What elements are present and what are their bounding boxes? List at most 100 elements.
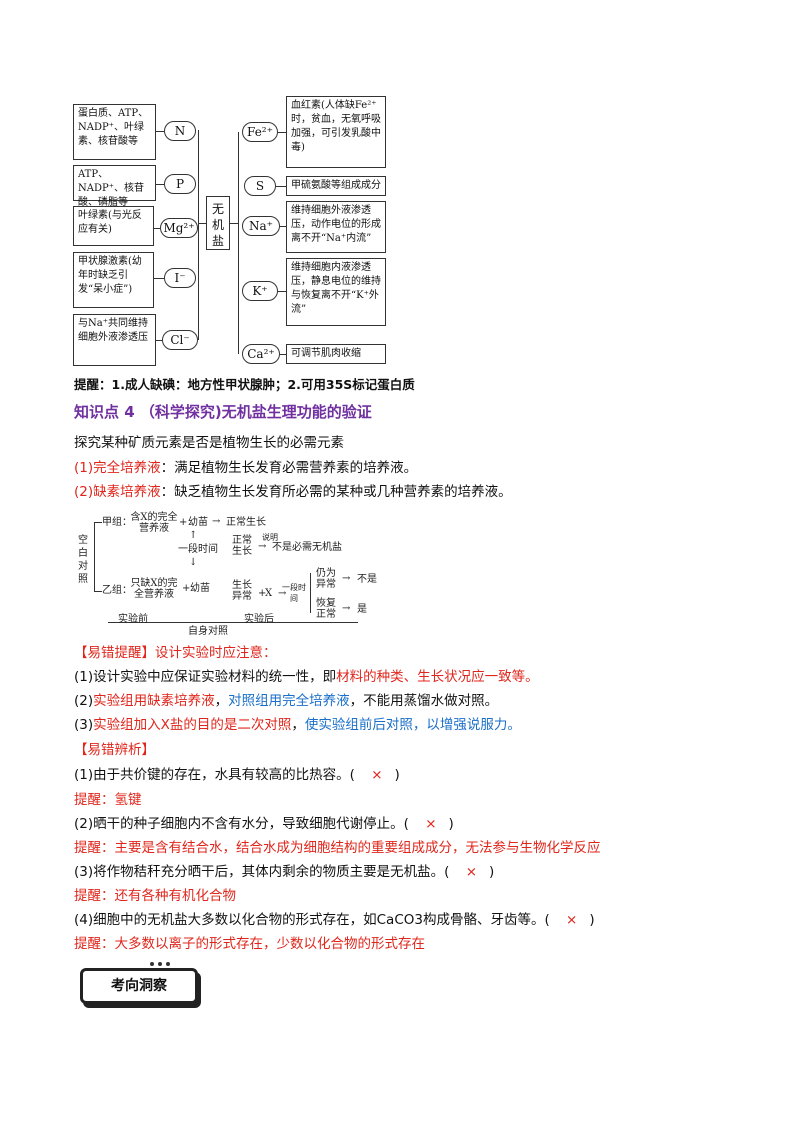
- item-question: (4)细胞中的无机盐大多数以化合物的形式存在，如CaCO3构成骨骼、牙齿等。(: [74, 912, 550, 928]
- b-conclusion-1: 不是: [357, 574, 377, 585]
- tip-highlight: 材料的种类、生长状况应一致等。: [336, 669, 539, 685]
- ion-s: S: [244, 176, 276, 196]
- bracket: [108, 622, 358, 623]
- mind-map-center: 无机盐: [206, 196, 230, 250]
- ion-ca: Ca²⁺: [242, 344, 280, 364]
- desc-fe: 血红素(人体缺Fe²⁺时，贫血，无氧呼吸加强，可引发乳酸中毒): [286, 96, 386, 168]
- tip-text: ，: [214, 693, 229, 709]
- tip-text: ，: [291, 717, 305, 733]
- analysis-item-4: (4)细胞中的无机盐大多数以化合物的形式存在，如CaCO3构成骨骼、牙齿等。( …: [74, 910, 595, 930]
- badge-decoration: [158, 962, 162, 966]
- error-tip-title-text: 【易错提醒】设计实验时应注意：: [74, 645, 277, 661]
- tip-text: (2): [74, 693, 94, 709]
- ion-i: I⁻: [164, 268, 196, 288]
- after-label: 实验后: [244, 614, 274, 625]
- still-abnormal: 仍为异常: [316, 568, 336, 590]
- desc-mg: 叶绿素(与光反应有关): [73, 206, 154, 246]
- ion-mg: Mg²⁺: [160, 218, 198, 238]
- connector: [276, 186, 286, 187]
- plus-sign: +: [258, 588, 267, 599]
- arrow-down: ↓: [189, 557, 198, 568]
- normal-label: 正常生长: [232, 535, 252, 557]
- explain-label: 说明: [262, 533, 278, 542]
- arrow: →: [212, 516, 221, 527]
- badge-decoration: [166, 962, 170, 966]
- ion-k: K⁺: [242, 281, 278, 301]
- wrong-mark: ×: [425, 816, 437, 832]
- self-control: 自身对照: [188, 626, 228, 637]
- term-deficient: (2)缺素培养液: [74, 484, 161, 500]
- item-tail: ): [448, 816, 454, 832]
- group-b-label: 乙组：: [102, 585, 132, 596]
- bracket: [94, 522, 95, 592]
- tip-3: (3)实验组加入X盐的目的是二次对照，使实验组前后对照，以增强说服力。: [74, 715, 521, 735]
- arrow: →: [342, 603, 351, 614]
- definition-text: ：缺乏植物生长发育所必需的某种或几种营养素的培养液。: [160, 484, 512, 500]
- analysis-item-3: (3)将作物秸秆充分晒干后，其体内剩余的物质主要是无机盐。( ×): [74, 862, 494, 882]
- ion-fe: Fe²⁺: [242, 122, 278, 142]
- analysis-hint-4: 提醒：大多数以离子的形式存在，少数以化合物的形式存在: [74, 936, 425, 952]
- ion-p: P: [164, 174, 196, 194]
- tip-2: (2)实验组用缺素培养液，对照组用完全培养液，不能用蒸馏水做对照。: [74, 691, 498, 711]
- definition-deficient: (2)缺素培养液：缺乏植物生长发育所必需的某种或几种营养素的培养液。: [74, 482, 512, 502]
- b-conclusion-2: 是: [357, 604, 367, 615]
- term-complete: (1)完全培养液: [74, 460, 161, 476]
- ion-na: Na⁺: [242, 216, 280, 236]
- section-badge: 考向洞察: [80, 968, 198, 1004]
- item-question: (1)由于共价键的存在，水具有较高的比热容。(: [74, 767, 355, 783]
- desc-cl: 与Na⁺共同维持细胞外液渗透压: [73, 314, 156, 366]
- tip-text: ，不能用蒸馏水做对照。: [349, 693, 499, 709]
- period2-label: 一段时间: [282, 583, 306, 603]
- connector: [278, 132, 286, 133]
- intro-text: 探究某种矿质元素是否是植物生长的必需元素: [74, 435, 344, 451]
- definition-complete: (1)完全培养液：满足植物生长发育必需营养素的培养液。: [74, 458, 417, 478]
- seedling-b: 幼苗: [190, 583, 210, 594]
- arrow: →: [342, 573, 351, 584]
- connector: [198, 130, 199, 340]
- bracket: [94, 522, 102, 523]
- a-result: 正常生长: [226, 517, 266, 528]
- seedling-a: 幼苗: [188, 517, 208, 528]
- analysis-hint-1: 提醒：氢键: [74, 792, 142, 808]
- tip-highlight: 实验组用缺素培养液: [93, 693, 215, 709]
- connector: [280, 226, 286, 227]
- plus-sign: +: [179, 517, 188, 528]
- plus-sign: +: [182, 583, 191, 594]
- connector: [156, 340, 162, 341]
- analysis-item-1: (1)由于共价键的存在，水具有较高的比热容。( ×): [74, 765, 400, 785]
- item-question: (2)晒干的种子细胞内不含有水分，导致细胞代谢停止。(: [74, 816, 409, 832]
- before-label: 实验前: [118, 614, 148, 625]
- side-label: 空白对照: [78, 535, 88, 585]
- b-medium: 只缺X的完全营养液: [130, 578, 178, 600]
- bracket: [94, 591, 102, 592]
- connector: [280, 354, 286, 355]
- arrow: →: [278, 588, 287, 599]
- reminder: 提醒：1.成人缺碘：地方性甲状腺肿；2.可用35S标记蛋白质: [74, 377, 415, 392]
- desc-p: ATP、NADP⁺、核苷酸、磷脂等: [73, 165, 156, 208]
- tip-highlight: 使实验组前后对照，以增强说服力。: [304, 717, 521, 733]
- connector: [154, 278, 164, 279]
- tip-highlight: 实验组加入X盐的目的是二次对照: [93, 717, 292, 733]
- connector: [154, 228, 160, 229]
- group-a-label: 甲组：: [102, 517, 132, 528]
- desc-ca: 可调节肌肉收缩: [286, 344, 386, 364]
- a-medium: 含X的完全营养液: [130, 512, 178, 534]
- ion-cl: Cl⁻: [162, 330, 198, 350]
- analysis-title: 【易错辨析】: [74, 742, 155, 758]
- analysis-hint-2: 提醒：主要是含有结合水，结合水成为细胞结构的重要组成成分，无法参与生物化学反应: [74, 840, 601, 856]
- abnormal-label: 生长异常: [232, 580, 252, 602]
- error-tip-title: 【易错提醒】设计实验时应注意：: [74, 643, 277, 663]
- item-tail: ): [489, 864, 495, 880]
- badge-decoration: [150, 962, 154, 966]
- wrong-mark: ×: [465, 864, 477, 880]
- analysis-hint-3: 提醒：还有各种有机化合物: [74, 888, 236, 904]
- desc-na: 维持细胞外液渗透压，动作电位的形成离不开“Na⁺内流”: [286, 201, 386, 253]
- desc-k: 维持细胞内液渗透压，静息电位的维持与恢复离不开“K⁺外流”: [286, 258, 386, 326]
- desc-s: 甲硫氨酸等组成成分: [286, 176, 386, 196]
- a-conclusion: 不是必需无机盐: [272, 542, 342, 553]
- definition-text: ：满足植物生长发育必需营养素的培养液。: [160, 460, 418, 476]
- tip-text: (1)设计实验中应保证实验材料的统一性，即: [74, 669, 337, 685]
- desc-i: 甲状腺激素(幼年时缺乏引发“呆小症”): [73, 252, 154, 308]
- arrow-up: ↑: [189, 530, 198, 541]
- tip-text: (3): [74, 717, 94, 733]
